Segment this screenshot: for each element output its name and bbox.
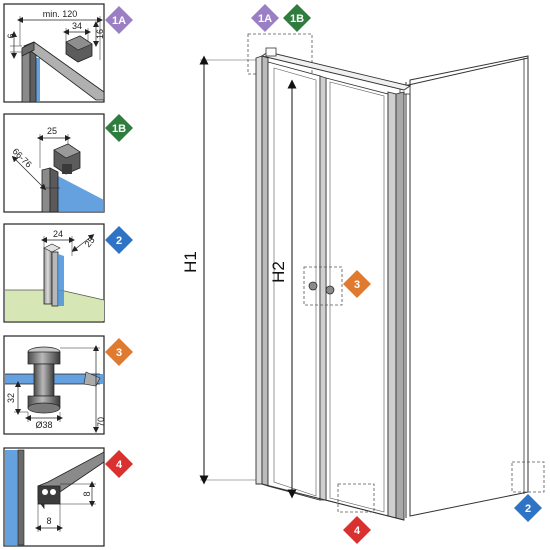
- detail-1a-d2-label: 16: [95, 29, 105, 39]
- detail-2-badge: 2: [105, 226, 133, 254]
- detail-1b-width-label: 25: [47, 126, 57, 136]
- main-4-badge-label: 4: [354, 525, 361, 537]
- detail-3-badge: 3: [105, 338, 133, 366]
- main-1a-badge-label: 1A: [258, 13, 272, 25]
- detail-1a-badge: 1A: [105, 6, 133, 34]
- detail-4-badge: 4: [105, 450, 133, 478]
- main-1b-badge-label: 1B: [290, 13, 304, 25]
- detail-4-height-label: 8: [82, 491, 92, 496]
- main-h2-label: H2: [269, 261, 288, 283]
- detail-1a-d3-label: 6: [6, 33, 16, 38]
- detail-3-panel: 32 Ø38 70: [3, 335, 106, 435]
- detail-1a-d1-label: 34: [72, 21, 82, 31]
- detail-3-diameter-label: Ø38: [35, 420, 52, 430]
- detail-1a-badge-label: 1A: [112, 15, 126, 27]
- main-h1-label: H1: [181, 251, 200, 273]
- main-4-badge: 4: [343, 516, 371, 544]
- detail-1b-panel: 25 66-76: [3, 113, 105, 213]
- detail-2-width-label: 24: [53, 229, 63, 239]
- detail-2-badge-label: 2: [116, 235, 122, 247]
- detail-3-offset-label: 70: [96, 417, 106, 427]
- main-3-badge: 3: [343, 270, 371, 298]
- detail-1a-width-label: min. 120: [43, 9, 78, 19]
- detail-3-badge-label: 3: [116, 347, 122, 359]
- detail-4-badge-label: 4: [116, 459, 123, 471]
- main-3-badge-label: 3: [354, 279, 360, 291]
- detail-1b-badge: 1B: [105, 114, 133, 142]
- main-1a-badge: 1A: [251, 4, 279, 32]
- main-1b-badge: 1B: [283, 4, 311, 32]
- detail-2-panel: 24 25: [3, 223, 105, 323]
- detail-3-height-label: 32: [6, 393, 16, 403]
- main-2-badge: 2: [514, 494, 542, 522]
- detail-1a-panel: min. 120 34 16 6: [3, 3, 105, 103]
- detail-4-panel: 8 8: [3, 447, 105, 547]
- detail-2-depth-label: 25: [83, 235, 97, 249]
- main-2-badge-label: 2: [525, 503, 531, 515]
- main-view: H1 H2: [181, 33, 545, 521]
- detail-1b-badge-label: 1B: [112, 123, 126, 135]
- detail-4-width-label: 8: [46, 516, 51, 526]
